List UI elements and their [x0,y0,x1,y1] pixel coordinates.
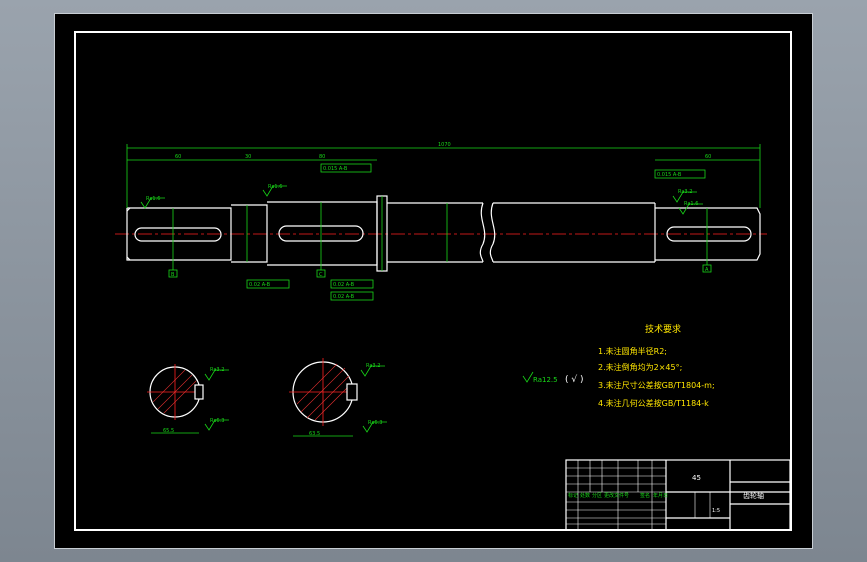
right-journal [655,207,761,261]
tb-label-0: 标记 [568,492,578,499]
general-finish: Ra12.5 [533,376,558,384]
break-mark-right [489,202,496,263]
title-part-name: 齿轮轴 [743,491,764,500]
tech-req-item-4: 4.未注几何公差按GB/T1184-k [598,398,709,408]
section-view-left: 65.5 Ra3.2 Ra6.3 [147,364,229,434]
dim-seg-mid1: 30 [245,154,251,160]
tech-req-item-3: 3.未注尺寸公差按GB/T1804-m; [598,380,715,390]
svg-text:( √ ): ( √ ) [565,374,583,385]
section-right-finish: Ra3.2 [366,363,380,369]
tol-frame-bottom-left: 0.02 A-B [249,282,271,288]
keyway-left [134,227,222,242]
tech-req-title: 技术要求 [645,323,681,335]
dim-seg-right: 60 [705,154,711,160]
tb-label-3: 更改文件号 [604,492,629,499]
title-material: 45 [692,474,701,482]
tb-label-4: 签名 [640,492,650,499]
datum-c: C [319,272,323,278]
finish-mid: Ra1.6 [268,184,282,190]
tol-frame-top-right: 0.015 A-B [657,172,682,178]
cad-drawing-sheet: 1070 60 30 80 60 B C A 0.015 A-B 0.015 A… [54,13,813,549]
left-journal [126,207,232,261]
section-left-dim: 65.5 [163,428,174,434]
keyway-right [666,226,752,242]
title-block: 45 齿轮轴 1:5 标记 处数 分区 更改文件号 签名 年月日 [565,459,791,531]
finish-right-top: Ra3.2 [678,189,692,195]
section-right-dim: 63.5 [309,431,320,437]
dim-seg-mid2: 80 [319,154,325,160]
finish-right: Ra1.6 [684,201,698,207]
tb-label-2: 分区 [592,492,602,499]
tech-requirements: 技术要求 1.未注圆角半径R2; 2.未注倒角均为2×45°; 3.未注尺寸公差… [598,323,715,408]
section-right-finish2: Ra6.3 [368,420,382,426]
section-left-finish: Ra3.2 [210,367,224,373]
section-view-right: 63.5 Ra3.2 Ra6.3 [289,358,387,437]
keyway-notch-right [346,383,358,401]
dimension-lines: 1070 60 30 80 60 B C A 0.015 A-B 0.015 A… [126,142,761,301]
outer-frame [74,31,792,531]
tol-frame-bottom-mid2: 0.02 A-B [333,294,355,300]
tb-label-1: 处数 [580,492,590,499]
dim-seg-left: 60 [175,154,181,160]
tb-label-5: 年月日 [653,492,668,499]
tech-req-item-1: 1.未注圆角半径R2; [598,346,667,356]
title-scale: 1:5 [712,508,720,514]
datum-a: A [705,267,709,273]
tol-frame-bottom-mid1: 0.02 A-B [333,282,355,288]
mid-segment [267,201,378,266]
keyway-notch-left [194,384,204,400]
drawing-canvas: 1070 60 30 80 60 B C A 0.015 A-B 0.015 A… [74,31,792,531]
datum-b: B [171,272,175,278]
section-left-finish2: Ra6.3 [210,418,224,424]
shaft-view [115,195,767,272]
tol-frame-top-mid: 0.015 A-B [323,166,348,172]
break-mark-left [479,202,486,263]
finish-left: Ra1.6 [146,196,160,202]
tech-req-item-2: 2.未注倒角均为2×45°; [598,362,682,372]
dim-overall-length: 1070 [438,142,451,148]
